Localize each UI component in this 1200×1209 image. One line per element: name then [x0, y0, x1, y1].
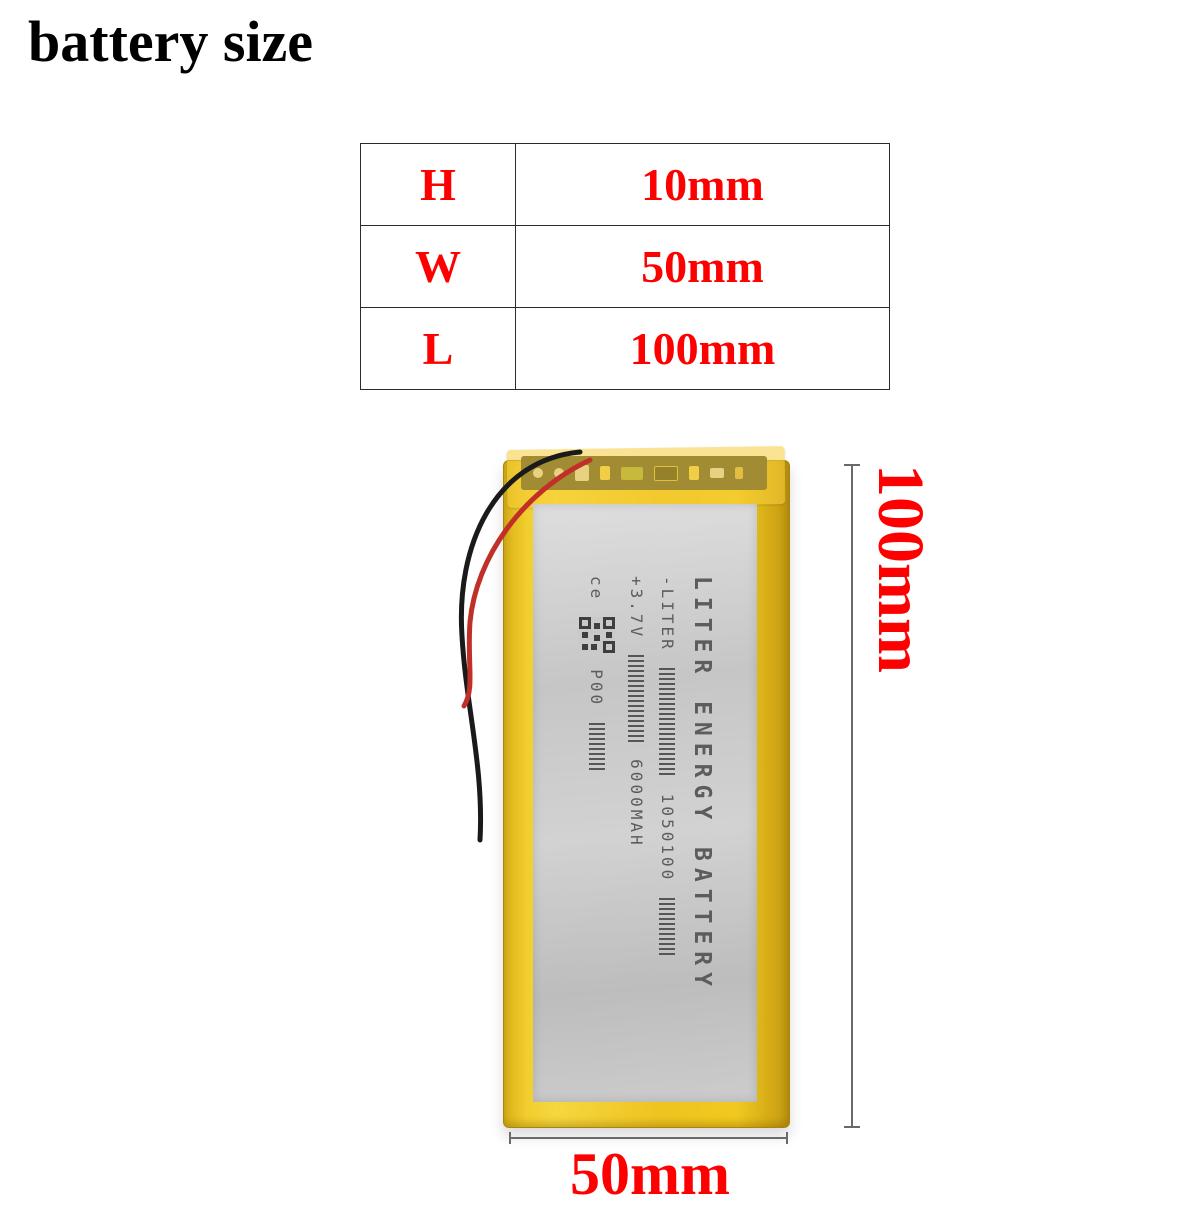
spec-row: W 50mm [360, 225, 890, 308]
spec-row: H 10mm [360, 143, 890, 226]
battery-capacity-row: +3.7V 6000MAH [627, 576, 646, 1092]
battery-capacity: 6000MAH [627, 759, 646, 848]
battery-photo: LITER ENERGY BATTERY -LITER 1050100 +3.7… [503, 446, 790, 1128]
width-dimension-line [509, 1132, 788, 1144]
battery-voltage: +3.7V [627, 576, 646, 640]
barcode [659, 898, 676, 957]
battery-series-text: -LITER [658, 576, 677, 652]
spec-row: L 100mm [360, 307, 890, 390]
spec-label-cell: H [360, 143, 516, 226]
page-title: battery size [28, 9, 314, 74]
battery-cert-row: ce P00 [579, 576, 615, 1092]
battery-model: 1050100 [658, 793, 677, 883]
qr-code-icon [579, 617, 615, 654]
spec-table: H 10mm W 50mm L 100mm [360, 143, 890, 390]
wire-black [458, 449, 583, 843]
spec-label-cell: L [360, 307, 516, 390]
height-dimension-line [844, 464, 860, 1128]
battery-model-row: -LITER 1050100 [658, 576, 677, 1092]
barcode [659, 667, 676, 778]
spec-value-cell: 50mm [515, 225, 890, 308]
width-dimension-label: 50mm [570, 1141, 730, 1207]
barcode [628, 655, 645, 744]
battery-label [533, 504, 757, 1102]
height-dimension-label: 100mm [864, 464, 937, 673]
battery-label-print: LITER ENERGY BATTERY -LITER 1050100 +3.7… [537, 506, 757, 1092]
battery-wires [458, 449, 593, 843]
spec-value-cell: 10mm [515, 143, 890, 226]
spec-value-cell: 100mm [515, 307, 890, 390]
spec-label-cell: W [360, 225, 516, 308]
battery-brand-text: LITER ENERGY BATTERY [689, 576, 715, 993]
wire-red [461, 457, 593, 709]
